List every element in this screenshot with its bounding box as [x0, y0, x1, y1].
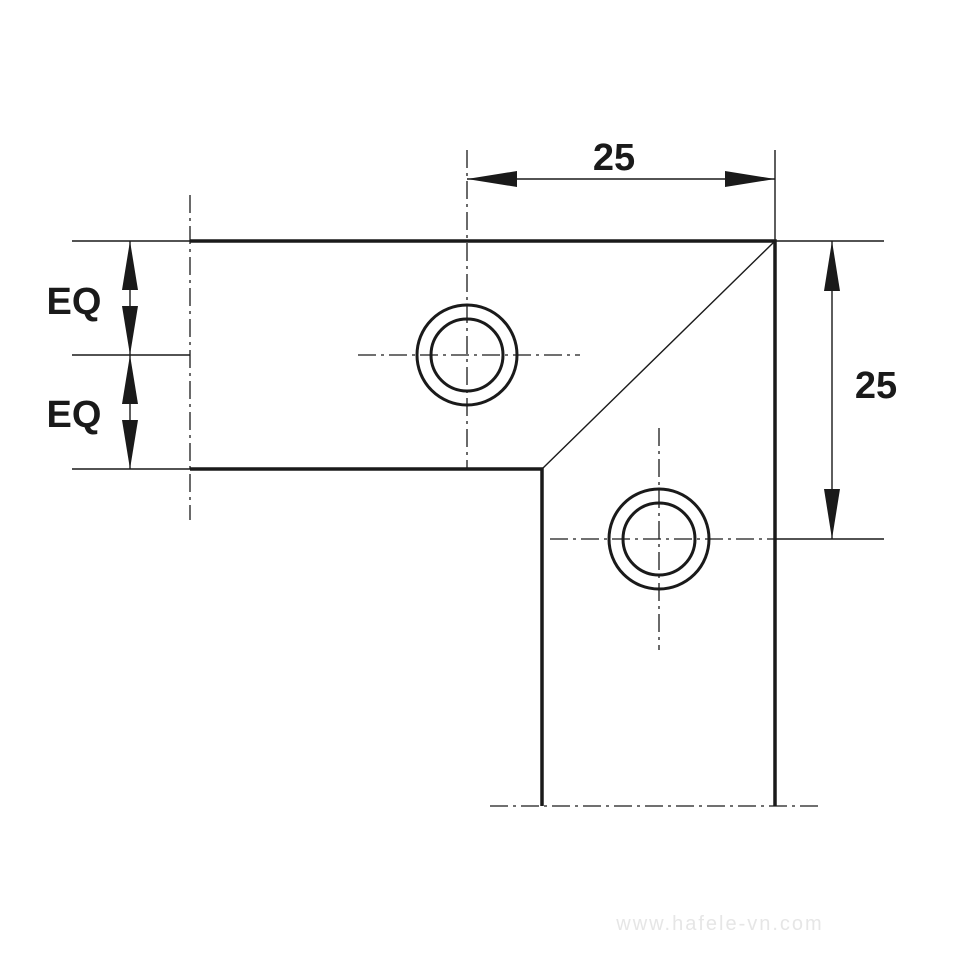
hole-1-outer	[415, 303, 519, 407]
top-dimension-label: 25	[593, 137, 635, 179]
top-dimension-arrow-right	[725, 171, 775, 187]
bracket-outline	[190, 239, 777, 806]
hole-1-inner	[429, 317, 505, 393]
eq-lower-arrow-bottom	[122, 420, 138, 469]
hole-2-outer	[607, 487, 711, 591]
eq-lower-label: EQ	[47, 394, 102, 436]
bracket-outline-inner	[190, 467, 544, 806]
right-dimension-arrow-top	[824, 241, 840, 291]
eq-upper-arrow-bottom	[122, 306, 138, 355]
right-dimension-arrow-bottom	[824, 489, 840, 539]
hole-2-inner	[621, 501, 697, 577]
eq-lower-arrow-top	[122, 355, 138, 404]
eq-upper-label: EQ	[47, 281, 102, 323]
watermark-text: www.hafele-vn.com	[615, 913, 823, 935]
eq-upper-arrow-top	[122, 241, 138, 290]
bracket-diagonal-edge	[541, 240, 776, 470]
right-dimension-label: 25	[855, 365, 897, 407]
top-dimension-arrow-left	[467, 171, 517, 187]
